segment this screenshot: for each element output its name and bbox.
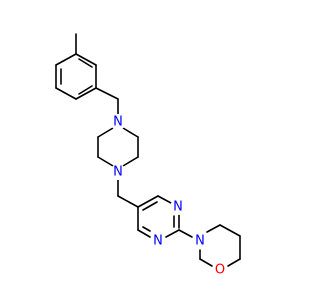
bond-pyrimidine-5 xyxy=(137,229,151,238)
bond-piperazine-3 xyxy=(97,156,114,167)
atom-label-n-morpholine: N xyxy=(195,234,205,249)
bond-pyrimidine-double-3 xyxy=(142,226,151,232)
bond-morpholine-2 xyxy=(219,224,241,237)
bond-morpholine-1 xyxy=(206,224,221,233)
atom-label-n-pyrimidine-3: N xyxy=(153,234,163,249)
bond-benzene-double-2 xyxy=(78,85,93,95)
bond-pyrimidine-1 xyxy=(137,195,159,208)
bond-pyrimidine-double-1 xyxy=(142,201,158,211)
bond-morpholine-5 xyxy=(199,258,213,267)
bond-benzene-3 xyxy=(55,87,77,100)
atom-label-n-piperazine-top: N xyxy=(113,115,123,130)
bond-benzene-double-3 xyxy=(78,58,93,68)
bond-benzene-6 xyxy=(75,53,97,66)
bond-benzene-4 xyxy=(75,87,97,100)
bond-piperazine-4 xyxy=(122,156,139,167)
atom-n-piperazine-bottom: N xyxy=(110,164,126,180)
atom-label-o-morpholine: O xyxy=(215,263,225,278)
bond-benzene-1 xyxy=(55,53,77,66)
atom-label-n-piperazine-bottom: N xyxy=(113,165,123,180)
bond-pyrimidine-4 xyxy=(165,229,180,238)
atom-n-morpholine: N xyxy=(192,233,208,249)
bonds xyxy=(55,33,241,267)
atom-n-pyrimidine-3: N xyxy=(150,233,166,249)
bond-pyrimidine-2 xyxy=(157,195,172,204)
atom-n-pyrimidine-1: N xyxy=(170,199,186,215)
atom-n-piperazine-top: N xyxy=(110,114,126,130)
bond-pyrimidine-morpholine xyxy=(178,229,193,238)
bond-morpholine-4 xyxy=(227,258,241,267)
atom-labels: N N N N N O xyxy=(110,114,228,278)
bond-linker-2 xyxy=(117,195,139,208)
atom-label-n-pyrimidine-1: N xyxy=(173,200,183,215)
bond-piperazine-1 xyxy=(97,127,114,138)
molecule-structure: N N N N N O xyxy=(55,33,241,278)
bond-benzyl-1 xyxy=(95,87,119,100)
bond-piperazine-6 xyxy=(122,127,139,138)
atom-o-morpholine: O xyxy=(212,262,228,278)
